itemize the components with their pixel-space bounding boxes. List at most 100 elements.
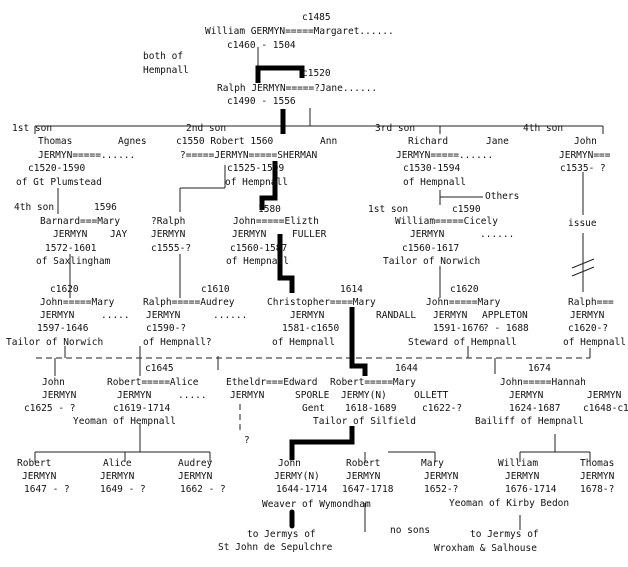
- tree-label-47: 1st son: [368, 204, 408, 215]
- tree-label-114: 1647 - ?: [24, 484, 70, 495]
- tree-label-63: JERMYN: [146, 310, 181, 321]
- tree-label-53: Tailor of Norwich: [383, 256, 480, 267]
- tree-label-3: c1460 - 1504: [227, 40, 296, 51]
- tree-label-60: Tailor of Norwich: [6, 337, 103, 348]
- tree-label-29: c1535- ?: [560, 163, 606, 174]
- tree-label-97: ?: [244, 435, 250, 446]
- tree-label-90: .....: [178, 390, 207, 401]
- tree-label-78: ? - 1688: [483, 323, 529, 334]
- tree-label-86: JERMYN: [42, 390, 77, 401]
- tree-label-124: Weaver of Wymondham: [262, 499, 371, 510]
- tree-label-14: JERMYN=====......: [38, 150, 135, 161]
- tree-label-88: Robert=====Alice: [107, 377, 199, 388]
- tree-label-15: c1520-1590: [28, 163, 85, 174]
- tree-label-58: .....: [101, 310, 130, 321]
- tree-label-52: c1560-1617: [402, 243, 459, 254]
- tree-label-13: Agnes: [118, 136, 147, 147]
- tree-label-129: JERMYN: [424, 471, 459, 482]
- tree-label-32: Barnard===Mary: [40, 216, 120, 227]
- tree-label-117: 1649 - ?: [100, 484, 146, 495]
- tree-label-65: c1590-?: [146, 323, 186, 334]
- tree-label-40: 1580: [258, 204, 281, 215]
- tree-label-43: FULLER: [292, 229, 327, 240]
- tree-label-107: JERMYN: [509, 390, 544, 401]
- tree-label-16: of Gt Plumstead: [16, 177, 102, 188]
- tree-label-109: 1624-1687: [509, 403, 560, 414]
- tree-label-9: 2nd son: [186, 123, 226, 134]
- tree-label-104: Tailor of Silfield: [313, 416, 416, 427]
- tree-label-101: OLLETT: [414, 390, 449, 401]
- connector-lines: [34, 47, 604, 532]
- tree-label-112: Robert: [17, 458, 51, 469]
- tree-label-44: c1560-1587: [230, 243, 287, 254]
- tree-label-142: Wroxham & Salhouse: [434, 543, 537, 554]
- tree-label-54: issue: [568, 218, 597, 229]
- tree-label-123: 1644-1714: [276, 484, 328, 495]
- tree-label-100: JERMY(N): [341, 390, 387, 401]
- tree-label-110: c1648-c1710: [583, 403, 628, 414]
- tree-label-30: 4th son: [14, 202, 54, 213]
- tree-label-83: of Hempnall: [563, 337, 626, 348]
- tree-label-33: JERMYN: [53, 229, 88, 240]
- tree-label-89: JERMYN: [117, 390, 152, 401]
- tree-label-115: Alice: [103, 458, 132, 469]
- tree-label-69: JERMYN: [290, 310, 325, 321]
- tree-label-94: JERMYN: [230, 390, 265, 401]
- tree-label-122: JERMY(N): [274, 471, 320, 482]
- tree-label-98: 1644: [395, 363, 418, 374]
- tree-label-36: of Saxlingham: [36, 256, 111, 267]
- tree-label-64: ......: [213, 310, 247, 321]
- tree-label-82: c1620-?: [568, 323, 608, 334]
- tree-label-138: Yeoman of Kirby Bedon: [449, 498, 569, 509]
- tree-label-127: 1647-1718: [342, 484, 394, 495]
- tree-label-62: Ralph=====Audrey: [143, 297, 235, 308]
- tree-label-111: Bailiff of Hempnall: [475, 416, 584, 427]
- tree-label-38: JERMYN: [151, 229, 186, 240]
- tree-label-139: to Jermys of: [247, 529, 316, 540]
- tree-label-91: c1619-1714: [113, 403, 170, 414]
- tree-label-133: JERMYN: [505, 471, 540, 482]
- tree-label-26: of Hempnall: [403, 177, 466, 188]
- tree-label-141: to Jermys of: [470, 529, 539, 540]
- tree-label-17: c1550 Robert 1560: [176, 136, 274, 147]
- tree-label-45: of Hempnall: [226, 256, 289, 267]
- tree-label-10: 3rd son: [375, 123, 415, 134]
- tree-label-61: c1610: [201, 284, 230, 295]
- tree-label-22: Richard: [408, 136, 448, 147]
- tree-label-57: JERMYN: [40, 310, 75, 321]
- tree-label-46: Others: [485, 191, 519, 202]
- tree-label-134: 1676-1714: [505, 484, 557, 495]
- tree-label-105: 1674: [528, 363, 551, 374]
- tree-label-136: JERMYN: [580, 471, 615, 482]
- tree-label-126: JERMYN: [346, 471, 381, 482]
- tree-label-66: of Hempnall?: [143, 337, 212, 348]
- tree-label-12: Thomas: [38, 136, 72, 147]
- tree-label-71: 1581-c1650: [282, 323, 339, 334]
- tree-label-7: c1490 - 1556: [227, 96, 296, 107]
- tree-label-27: John: [574, 136, 597, 147]
- tree-label-77: 1591-1676: [433, 323, 485, 334]
- tree-label-121: John: [278, 458, 301, 469]
- tree-label-70: RANDALL: [376, 310, 416, 321]
- tree-label-108: JERMYN: [587, 390, 622, 401]
- tree-label-81: JERMYN: [570, 310, 605, 321]
- tree-label-28: JERMYN===: [559, 150, 611, 161]
- tree-label-74: John=====Mary: [426, 297, 501, 308]
- tree-label-4: Hempnall: [143, 65, 189, 76]
- tree-label-39: c1555-?: [151, 243, 191, 254]
- tree-label-92: Yeoman of Hempnall: [73, 416, 176, 427]
- tree-label-135: Thomas: [580, 458, 614, 469]
- tree-label-34: JAY: [110, 229, 127, 240]
- tree-label-11: 4th son: [523, 123, 563, 134]
- tree-label-42: JERMYN: [232, 229, 267, 240]
- tree-label-21: of Hempnall: [225, 177, 288, 188]
- tree-label-95: SPORLE: [295, 390, 330, 401]
- tree-label-68: Christopher====Mary: [267, 297, 376, 308]
- tree-label-49: William=====Cicely: [395, 216, 498, 227]
- tree-label-96: Gent: [302, 403, 325, 414]
- tree-label-35: 1572-1601: [45, 243, 97, 254]
- tree-label-20: c1525-1599: [227, 163, 284, 174]
- tree-label-59: 1597-1646: [37, 323, 89, 334]
- tree-label-79: Steward of Hempnall: [408, 337, 517, 348]
